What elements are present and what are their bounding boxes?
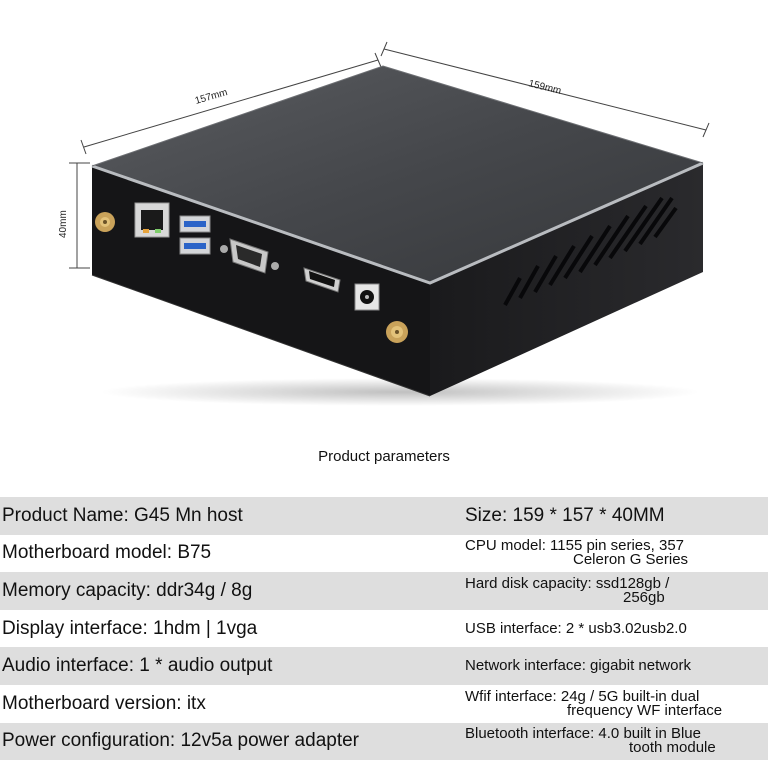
spec-bluetooth-interface: Bluetooth interface: 4.0 built in Blue t… (465, 725, 716, 757)
spec-cpu-model: CPU model: 1155 pin series, 357 Celeron … (465, 537, 689, 569)
spec-hard-disk-capacity: Hard disk capacity: ssd128gb / 256gb (465, 574, 670, 606)
spec-row: Motherboard version: itx Wfif interface:… (0, 685, 768, 723)
spec-row: Motherboard model: B75 CPU model: 1155 p… (0, 535, 768, 573)
dc-power-port-icon (354, 283, 380, 311)
spec-audio-interface: Audio interface: 1 * audio output (2, 655, 273, 677)
spec-row: Product Name: G45 Mn host Size: 159 * 15… (0, 497, 768, 535)
front-panel (92, 166, 430, 396)
spec-memory-capacity: Memory capacity: ddr34g / 8g (2, 579, 253, 601)
spec-row: Power configuration: 12v5a power adapter… (0, 722, 768, 761)
spec-motherboard-model: Motherboard model: B75 (2, 542, 212, 564)
hdmi-port-icon (303, 267, 341, 293)
vga-port-icon (220, 238, 279, 274)
width-dimension-label: 157mm (194, 87, 229, 107)
spec-row: Audio interface: 1 * audio output Networ… (0, 647, 768, 685)
usb-port-icon (179, 215, 211, 255)
depth-dimension-label: 159mm (527, 78, 562, 97)
spec-product-name: Product Name: G45 Mn host (2, 504, 243, 526)
spec-table: Product Name: G45 Mn host Size: 159 * 15… (0, 497, 768, 761)
vent-grille-icon (503, 196, 678, 306)
ethernet-port-icon (134, 202, 170, 238)
spec-network-interface: Network interface: gigabit network (465, 657, 691, 675)
dimension-lines (69, 41, 710, 269)
spec-display-interface: Display interface: 1hdm | 1vga (2, 617, 258, 639)
spec-row: Memory capacity: ddr34g / 8g Hard disk c… (0, 572, 768, 610)
spec-wifi-interface: Wfif interface: 24g / 5G built-in dual f… (465, 687, 723, 719)
spec-row: Display interface: 1hdm | 1vga USB inter… (0, 610, 768, 648)
spec-size: Size: 159 * 157 * 40MM (465, 504, 665, 526)
wifi-antenna-icon (95, 212, 115, 232)
caption-product-parameters: Product parameters (318, 448, 450, 465)
product-image: 157mm 159mm 40mm (58, 41, 710, 406)
spec-power-configuration: Power configuration: 12v5a power adapter (2, 730, 360, 752)
wifi-antenna-icon (386, 321, 408, 343)
height-dimension-label: 40mm (58, 210, 69, 238)
spec-motherboard-version: Motherboard version: itx (2, 692, 206, 714)
spec-usb-interface: USB interface: 2 * usb3.02usb2.0 (465, 619, 687, 637)
